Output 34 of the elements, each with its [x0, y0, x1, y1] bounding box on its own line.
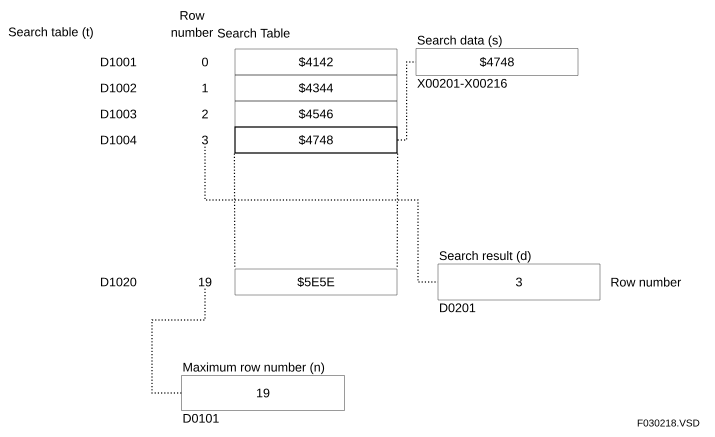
caption-text: 2 — [202, 110, 208, 118]
connector-line — [204, 146, 438, 283]
caption-text: D1002 — [100, 84, 136, 92]
table-cell: $4142 — [234, 48, 398, 76]
node-label: D0201 — [440, 303, 476, 312]
row-number: 19 — [199, 278, 212, 286]
file-name: F030218.VSD — [638, 419, 700, 427]
node-label: Row number — [611, 277, 682, 287]
table-cell: $4546 — [234, 100, 398, 128]
row-number: 3 — [202, 136, 208, 144]
caption-text: D1020 — [100, 278, 136, 286]
node-label: Search data (s) — [418, 35, 502, 48]
table-cell: $5E5E — [234, 268, 398, 296]
value-box: 19 Maximum row number (n) D0101 — [181, 362, 345, 423]
caption-text: D1003 — [100, 110, 136, 118]
connector-line — [151, 288, 206, 394]
connector-line — [398, 61, 416, 141]
caption-text: 0 — [202, 58, 208, 66]
caption-text: Search Table — [218, 28, 290, 38]
table-cell: $4748 — [234, 126, 398, 154]
node-label: Maximum row number (n) — [184, 362, 324, 374]
caption-text: D1004 — [100, 136, 136, 144]
table-cell: $4344 — [234, 74, 398, 102]
value-box: 3 Search result (d) Row number D0201 — [438, 250, 682, 312]
value-box: $4748 Search data (s) X00201-X00216 — [416, 35, 578, 88]
node-label: D0101 — [184, 414, 219, 423]
connector-line — [396, 154, 398, 269]
connector-line — [234, 154, 236, 269]
caption-text: D1001 — [100, 58, 136, 66]
node-label: Search result (d) — [440, 250, 531, 263]
caption-text: 1 — [202, 84, 208, 92]
caption-text: Row number — [172, 11, 213, 37]
caption-text: Search table (t) — [8, 27, 93, 39]
node-label: X00201-X00216 — [417, 78, 507, 88]
